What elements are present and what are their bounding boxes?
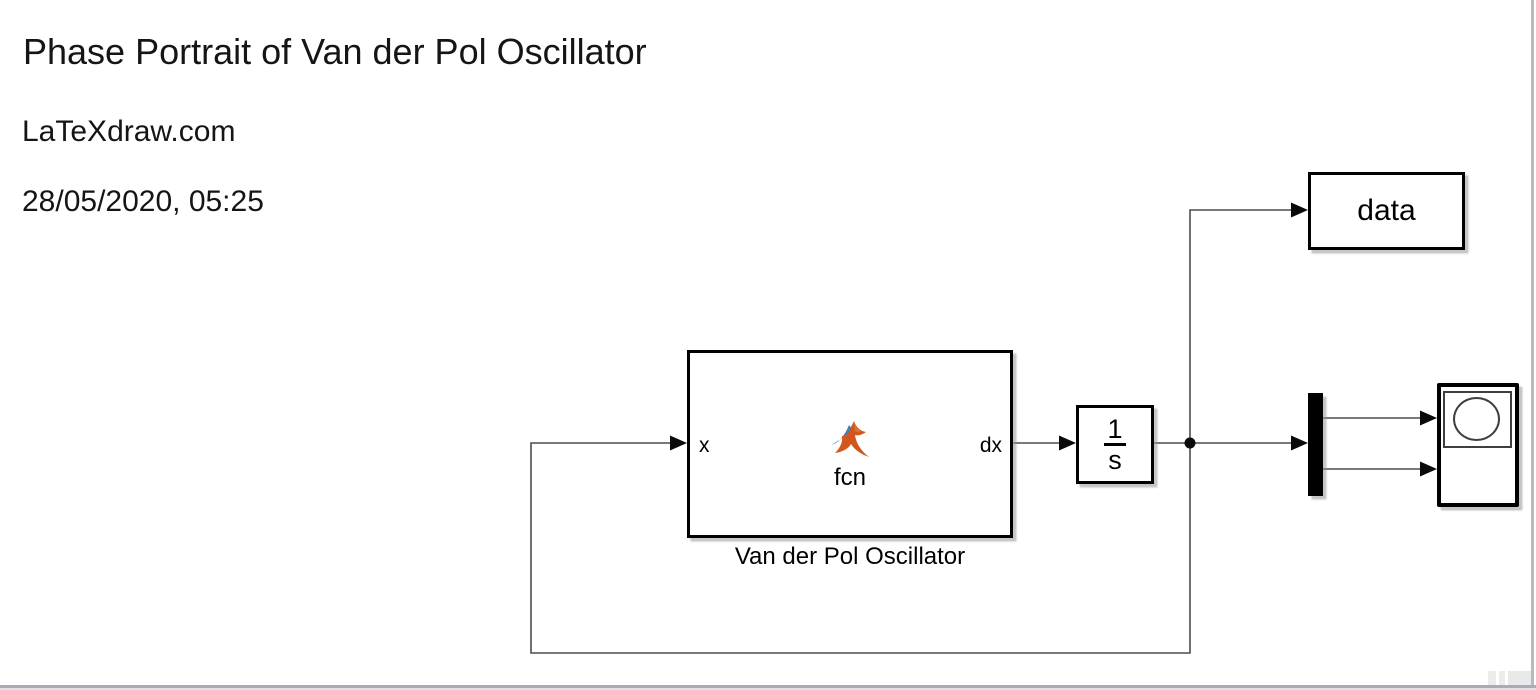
arrowhead-into-demux (1291, 435, 1308, 451)
output-port-label: dx (979, 434, 1002, 457)
scope-screen (1443, 391, 1512, 448)
print-datetime: 28/05/2020, 05:25 (22, 185, 264, 218)
to-workspace-block: data (1308, 172, 1465, 250)
wire-feedback-loop (530, 442, 1191, 654)
page-border-bottom (0, 685, 1536, 688)
branch-dot (1184, 437, 1196, 449)
matlab-logo-icon (831, 421, 869, 457)
input-port-label: x (699, 434, 710, 457)
wire-branch-to-data (1189, 209, 1293, 443)
arrowhead-into-integrator (1059, 435, 1076, 451)
integrator-numerator: 1 (1107, 414, 1123, 445)
limit-cycle-icon (1453, 397, 1500, 441)
integrator-block: 1 s (1076, 405, 1154, 484)
corner-watermark (1488, 671, 1534, 685)
fraction-bar (1104, 443, 1126, 446)
watermark-bar (1488, 671, 1496, 685)
arrowhead-into-function (670, 435, 687, 451)
watermark-bar (1499, 671, 1505, 685)
demux-block (1308, 393, 1323, 496)
source-site: LaTeXdraw.com (22, 115, 236, 148)
to-workspace-label: data (1357, 194, 1416, 227)
function-block-caption: Van der Pol Oscillator (734, 543, 966, 570)
fcn-icon-label: fcn (833, 464, 866, 491)
arrowhead-into-data (1291, 202, 1308, 218)
page-border-bottom-light (0, 687, 1536, 690)
watermark-bar (1508, 671, 1534, 685)
page-border-right (1531, 0, 1534, 690)
matlab-function-block: x dx fcn (687, 350, 1013, 538)
page-title: Phase Portrait of Van der Pol Oscillator (23, 31, 647, 72)
arrowhead-into-scope-lower (1420, 461, 1437, 477)
integrator-denominator: s (1108, 444, 1122, 475)
xy-graph-block (1437, 383, 1519, 507)
arrowhead-into-scope-upper (1420, 410, 1437, 426)
